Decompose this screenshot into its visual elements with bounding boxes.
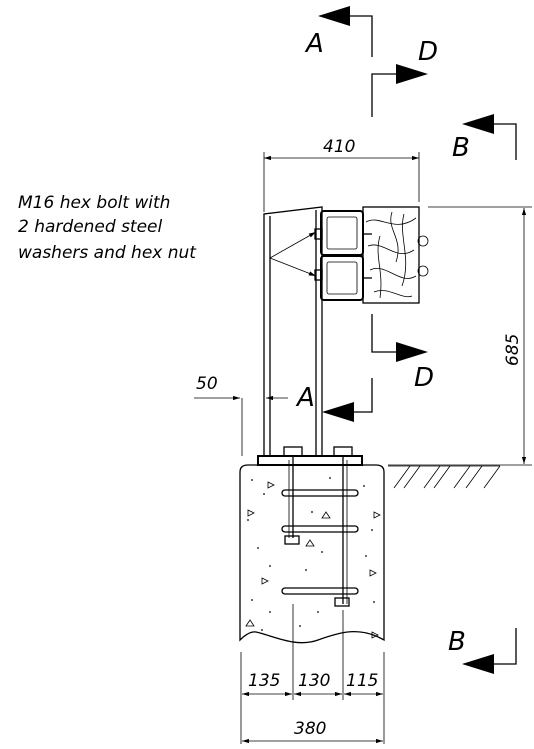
- note-line-2: 2 hardened steel: [18, 217, 163, 237]
- dimension-foot-chain: 135 130 115: [240, 604, 385, 744]
- dimension-height: 685: [388, 206, 532, 466]
- base-plate: [257, 446, 363, 466]
- dimension-label-135: 135: [248, 671, 280, 691]
- dimension-foot-total: 380: [242, 719, 383, 744]
- section-label-a-bottom: A: [295, 383, 315, 413]
- note-line-3: washers and hex nut: [18, 243, 197, 263]
- section-marker-a-bottom: A: [295, 378, 373, 422]
- dimension-label-685: 685: [503, 334, 523, 366]
- bolt-callout: M16 hex bolt with 2 hardened steel washe…: [18, 193, 317, 277]
- steel-post: [263, 206, 323, 456]
- section-label-b-bottom: B: [448, 627, 466, 657]
- section-marker-b-top: B: [452, 114, 517, 163]
- dimension-label-130: 130: [298, 671, 330, 691]
- concrete-foundation: [239, 456, 385, 644]
- section-label-d-bottom: D: [414, 363, 434, 393]
- section-marker-d-bottom: D: [371, 314, 434, 393]
- section-marker-b-bottom: B: [448, 627, 517, 674]
- section-marker-d-top: D: [371, 37, 438, 117]
- dimension-overall-width: 410: [263, 137, 420, 212]
- section-label-b-top: B: [452, 133, 470, 163]
- note-line-1: M16 hex bolt with: [18, 193, 170, 213]
- dimension-label-380: 380: [294, 719, 326, 739]
- dimension-label-115: 115: [346, 671, 378, 691]
- dimension-label-50: 50: [196, 374, 218, 394]
- ground-line: [388, 465, 501, 489]
- section-label-a-top: A: [304, 29, 324, 59]
- dimension-label-410: 410: [323, 137, 355, 157]
- timber-block: [362, 206, 429, 304]
- section-label-d-top: D: [418, 37, 438, 67]
- section-marker-a-top: A: [304, 6, 373, 59]
- dimension-flange-offset: 50: [194, 374, 288, 456]
